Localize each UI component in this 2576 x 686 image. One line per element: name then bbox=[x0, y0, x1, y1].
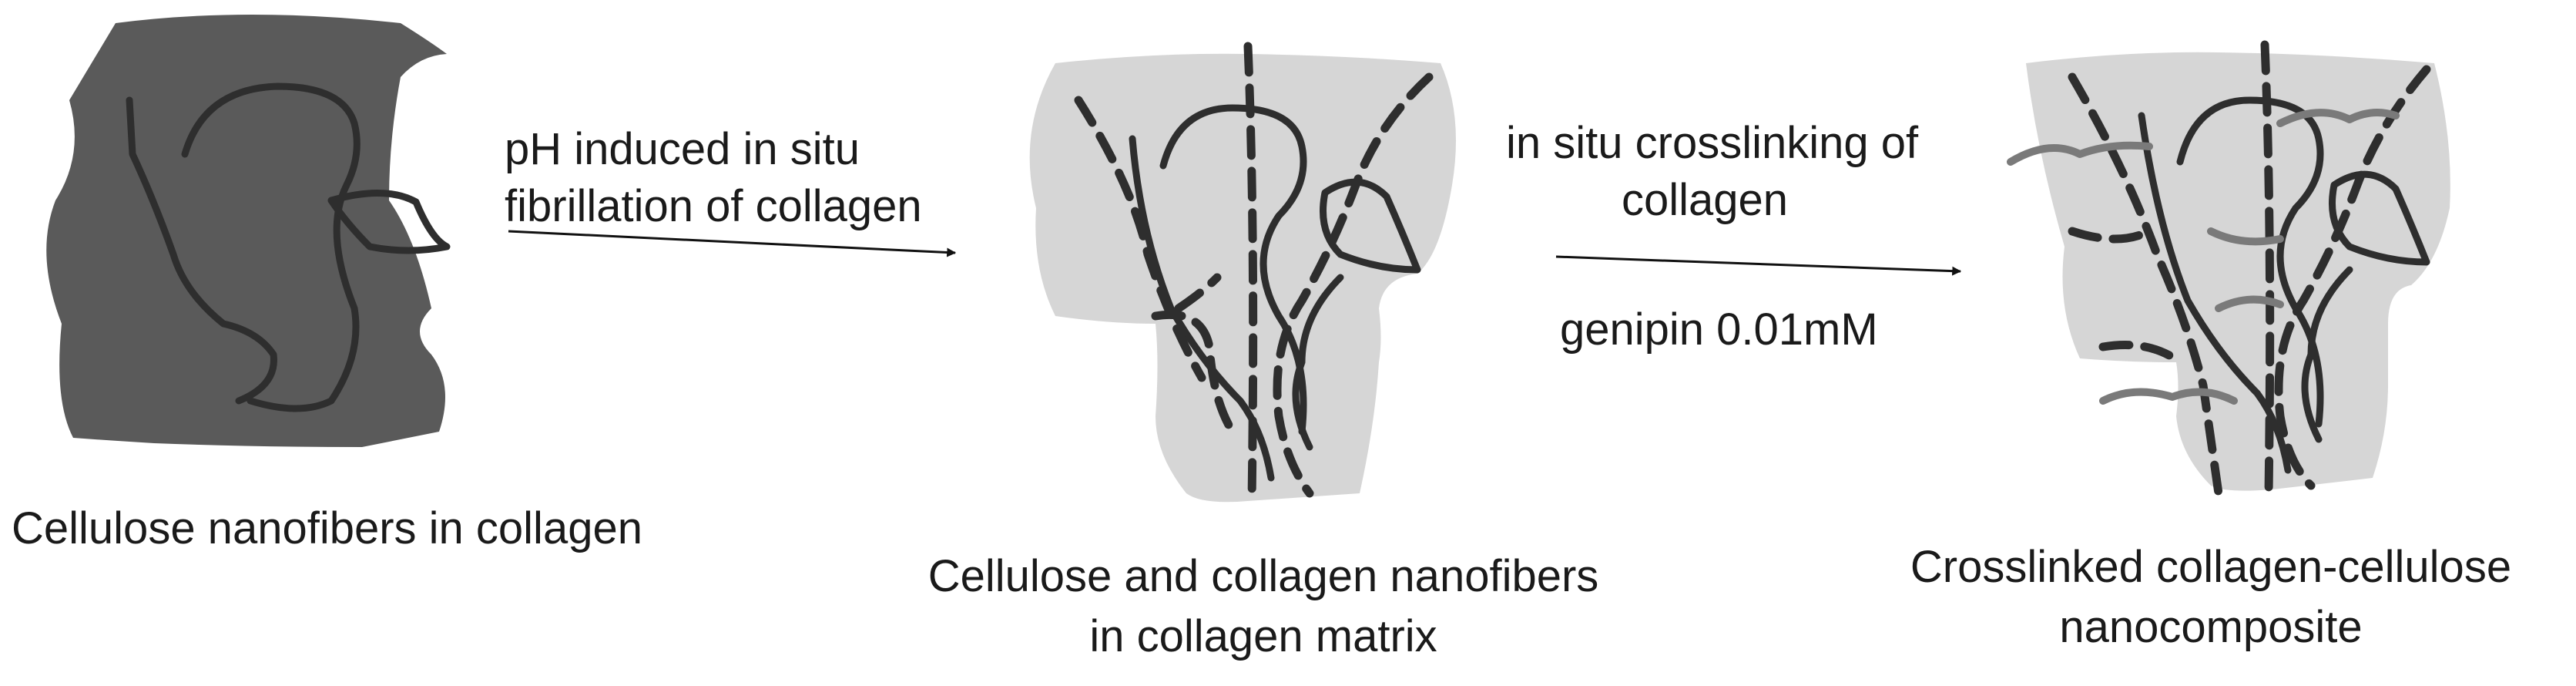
step-2-label-line-1: in situ crosslinking of bbox=[1506, 118, 1919, 168]
collagen-fiber-dashed bbox=[1174, 273, 1222, 313]
step-1-label-line-1: pH induced in situ bbox=[505, 124, 860, 174]
stage-2-illustration bbox=[1029, 42, 1456, 506]
cellulose-fiber bbox=[327, 189, 451, 254]
collagen-fiber-dashed bbox=[2068, 227, 2154, 244]
step-1-label-line-2: fibrillation of collagen bbox=[505, 181, 922, 231]
cellulose-fiber bbox=[126, 96, 277, 405]
collagen-blob-dark bbox=[46, 15, 447, 447]
crosslink-fiber bbox=[2215, 295, 2284, 312]
cellulose-fiber bbox=[2301, 266, 2353, 443]
crosslink-fiber bbox=[2007, 141, 2153, 166]
step-2-arrow bbox=[1555, 255, 1962, 276]
stage-1-illustration bbox=[46, 15, 451, 447]
collagen-fiber-dashed bbox=[2260, 40, 2275, 498]
stage-2-caption-line-1: Cellulose and collagen nanofibers bbox=[927, 551, 1599, 601]
collagen-fiber-dashed bbox=[1151, 310, 1237, 436]
collagen-fiber-dashed bbox=[2274, 65, 2431, 490]
collagen-matrix-light bbox=[2026, 52, 2450, 491]
crosslink-fiber bbox=[2099, 388, 2238, 405]
stage-3-caption-line-1: Crosslinked collagen-cellulose bbox=[1910, 542, 2512, 592]
collagen-fiber-dashed bbox=[1273, 72, 1434, 498]
crosslink-fiber bbox=[2276, 109, 2400, 127]
cellulose-fiber bbox=[181, 82, 361, 412]
step-1-arrow bbox=[508, 230, 957, 257]
step-2-condition-label: genipin 0.01mM bbox=[1560, 304, 1878, 355]
stage-1-caption: Cellulose nanofibers in collagen bbox=[12, 503, 642, 553]
collagen-fiber-dashed bbox=[1243, 42, 1258, 506]
collagen-fiber-dashed bbox=[1074, 96, 1206, 382]
stage-3-illustration bbox=[2007, 40, 2450, 498]
step-2-label-line-2: collagen bbox=[1622, 175, 1789, 225]
stage-2-caption-line-2: in collagen matrix bbox=[1089, 611, 1437, 661]
stage-3-caption-line-2: nanocomposite bbox=[2059, 602, 2363, 652]
collagen-fiber-dashed bbox=[2068, 72, 2223, 498]
crosslink-fiber bbox=[2207, 227, 2284, 246]
cellulose-fiber bbox=[1292, 274, 1344, 451]
cellulose-fiber bbox=[2176, 96, 2324, 428]
collagen-fiber-dashed bbox=[2098, 341, 2185, 367]
